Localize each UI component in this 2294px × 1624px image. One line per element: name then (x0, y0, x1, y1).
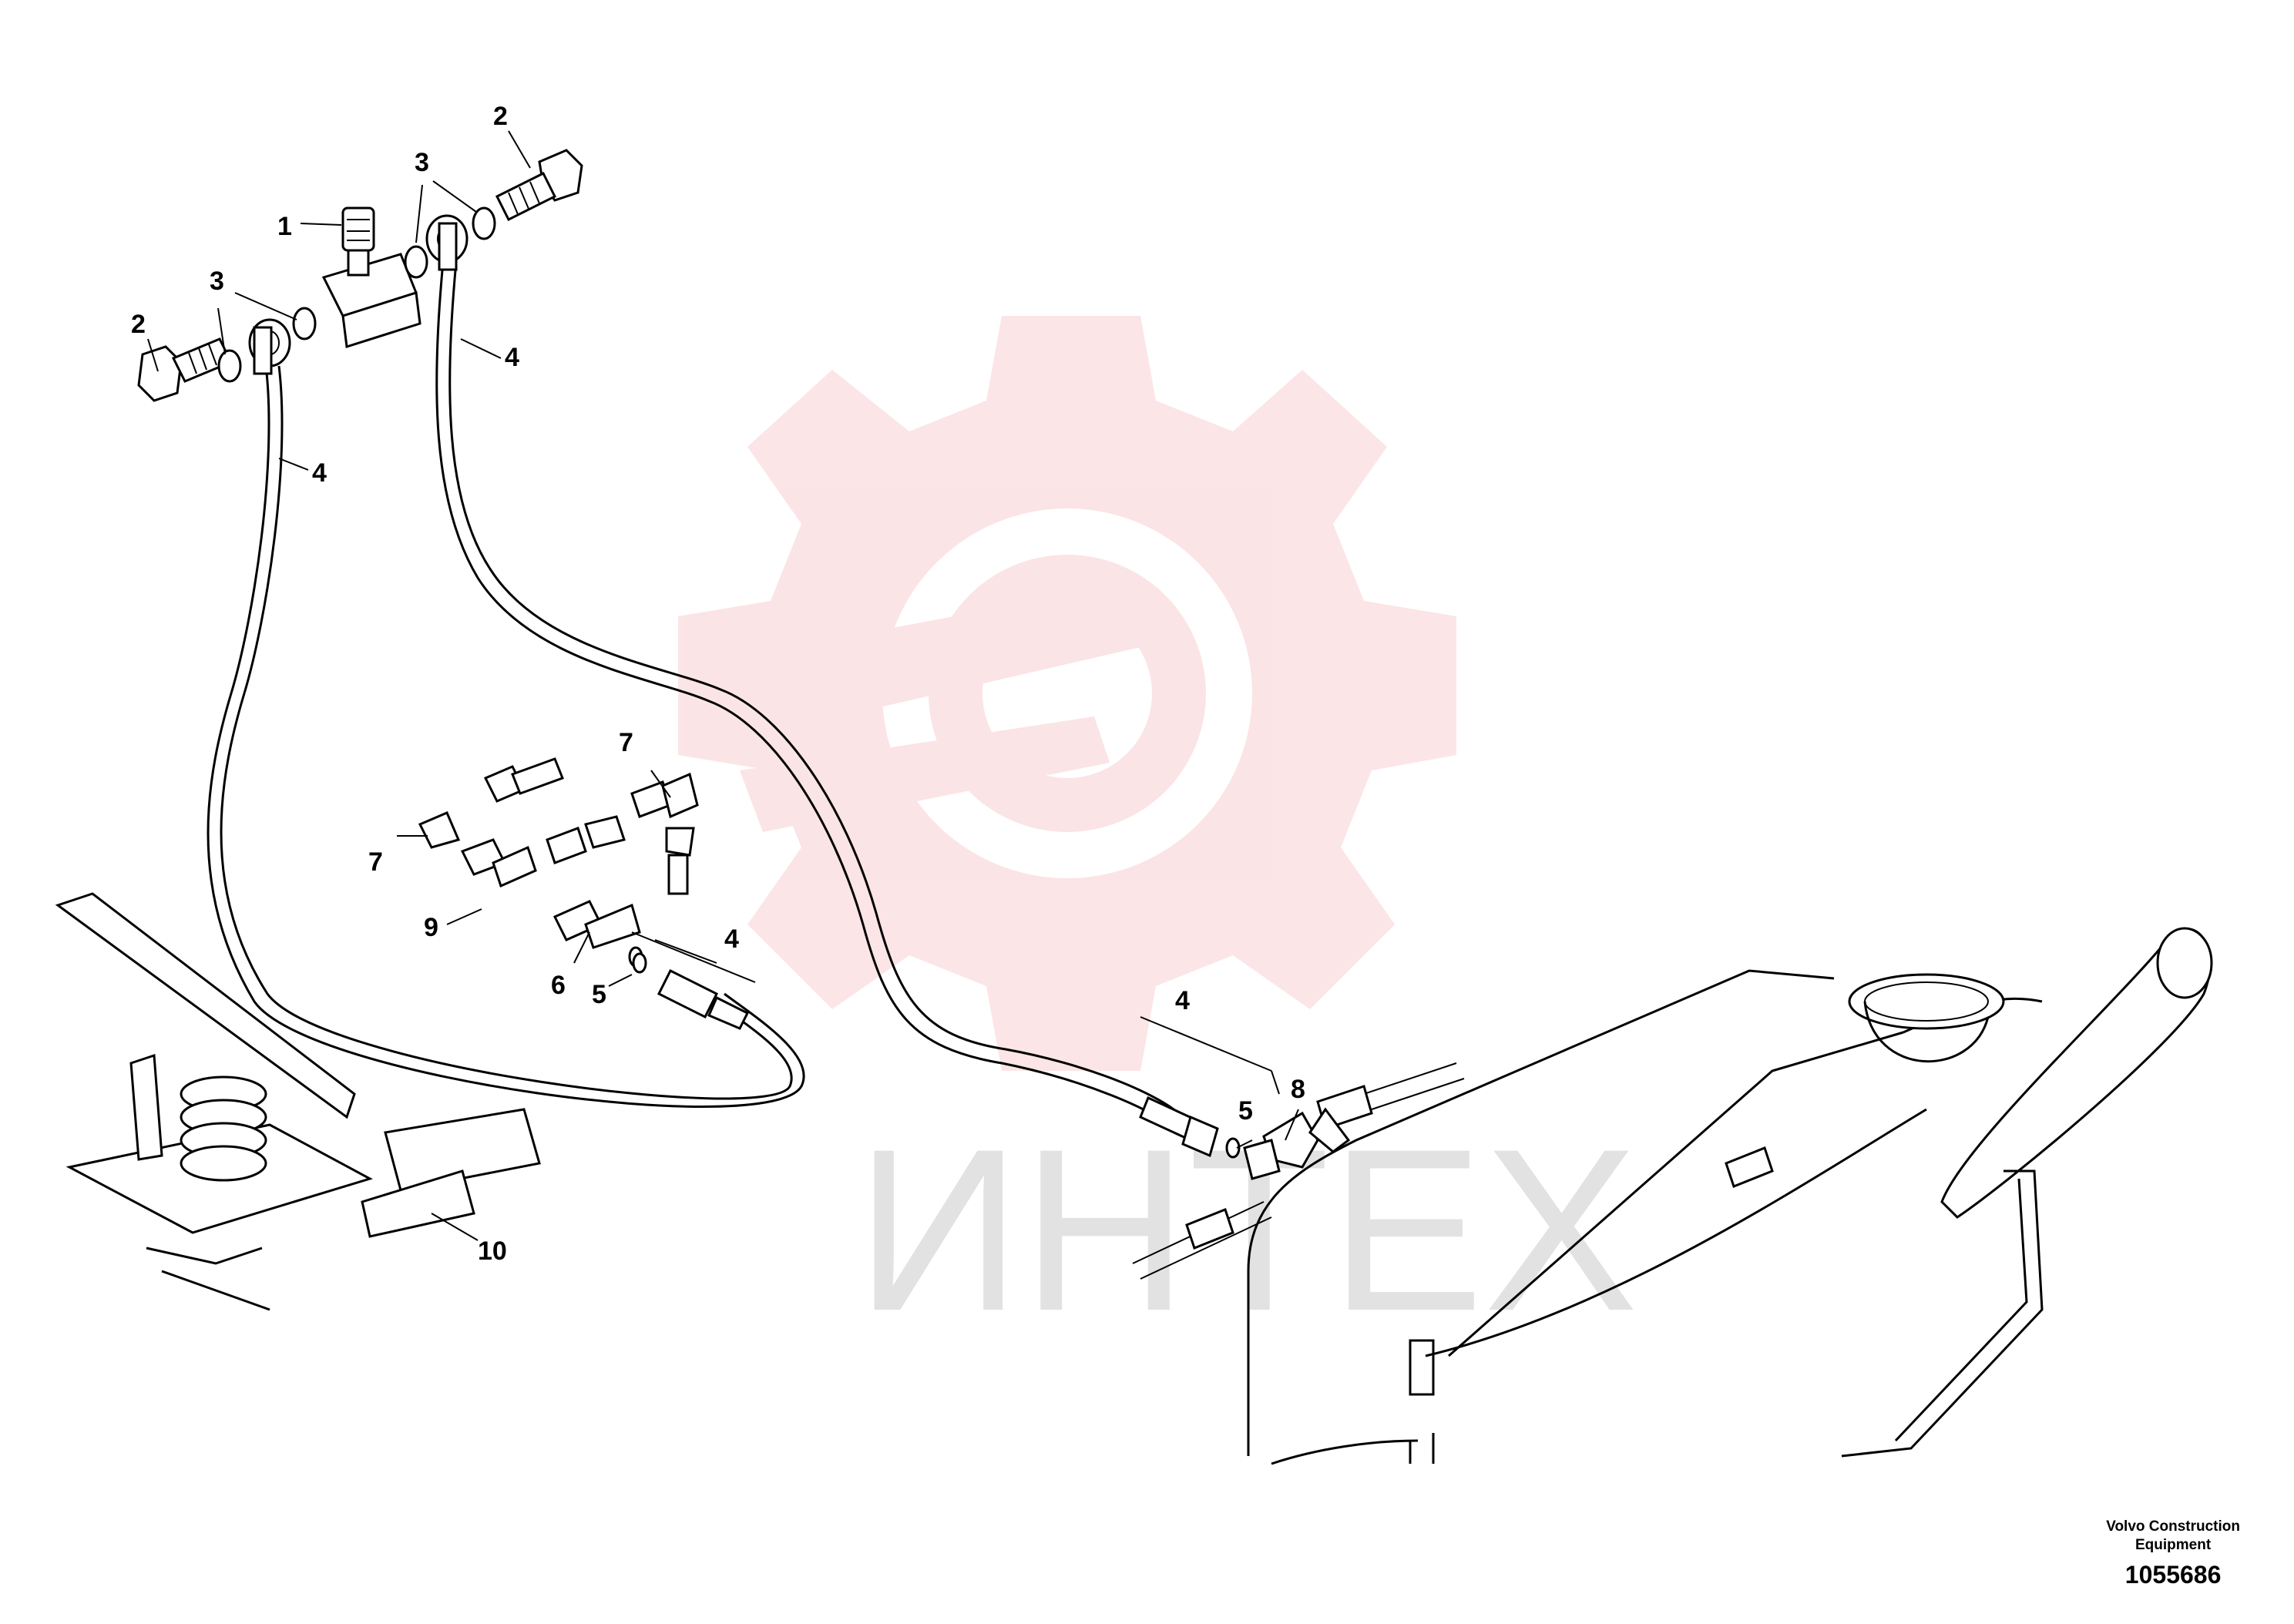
hose-end-fitting-right (1139, 1096, 1241, 1159)
leader-lines (147, 130, 1299, 1241)
callout-3: 3 (210, 267, 224, 296)
hoses (207, 222, 1188, 1134)
pedal-assembly (55, 892, 541, 1311)
fittings-cluster (418, 757, 699, 974)
valve-block (321, 206, 422, 348)
document-number: 1055686 (2124, 1561, 2222, 1589)
callout-6: 6 (551, 971, 566, 1000)
hose-end-fitting-center (628, 946, 750, 1030)
callout-1: 1 (277, 212, 292, 241)
callout-4: 4 (1175, 986, 1190, 1015)
footer: Volvo Construction Equipment 1055686 (2106, 1518, 2240, 1589)
washers (217, 206, 496, 383)
callout-7: 7 (619, 728, 633, 757)
callout-9: 9 (424, 913, 438, 942)
callout-2: 2 (131, 310, 146, 339)
callout-10: 10 (478, 1236, 507, 1266)
callouts: 1 2 2 3 3 4 4 4 4 5 5 6 7 7 8 9 10 (131, 102, 1305, 1266)
manufacturer-line-1: Volvo Construction (2106, 1518, 2240, 1535)
manufacturer-line-2: Equipment (2135, 1537, 2212, 1553)
callout-4: 4 (312, 458, 327, 488)
hydraulic-tank (1247, 927, 2213, 1465)
tank-feed-lines (1132, 1062, 1465, 1280)
banjo-bolt-right (495, 149, 583, 222)
callout-5: 5 (592, 980, 606, 1009)
callout-4: 4 (724, 924, 739, 954)
watermark-gear-icon (678, 316, 1456, 1071)
banjo-bolt-left (137, 337, 233, 402)
callout-8: 8 (1291, 1075, 1305, 1104)
callout-5: 5 (1238, 1096, 1253, 1126)
callout-3: 3 (415, 148, 429, 177)
callout-7: 7 (368, 847, 383, 877)
callout-2: 2 (493, 102, 508, 131)
callout-4: 4 (505, 343, 519, 372)
